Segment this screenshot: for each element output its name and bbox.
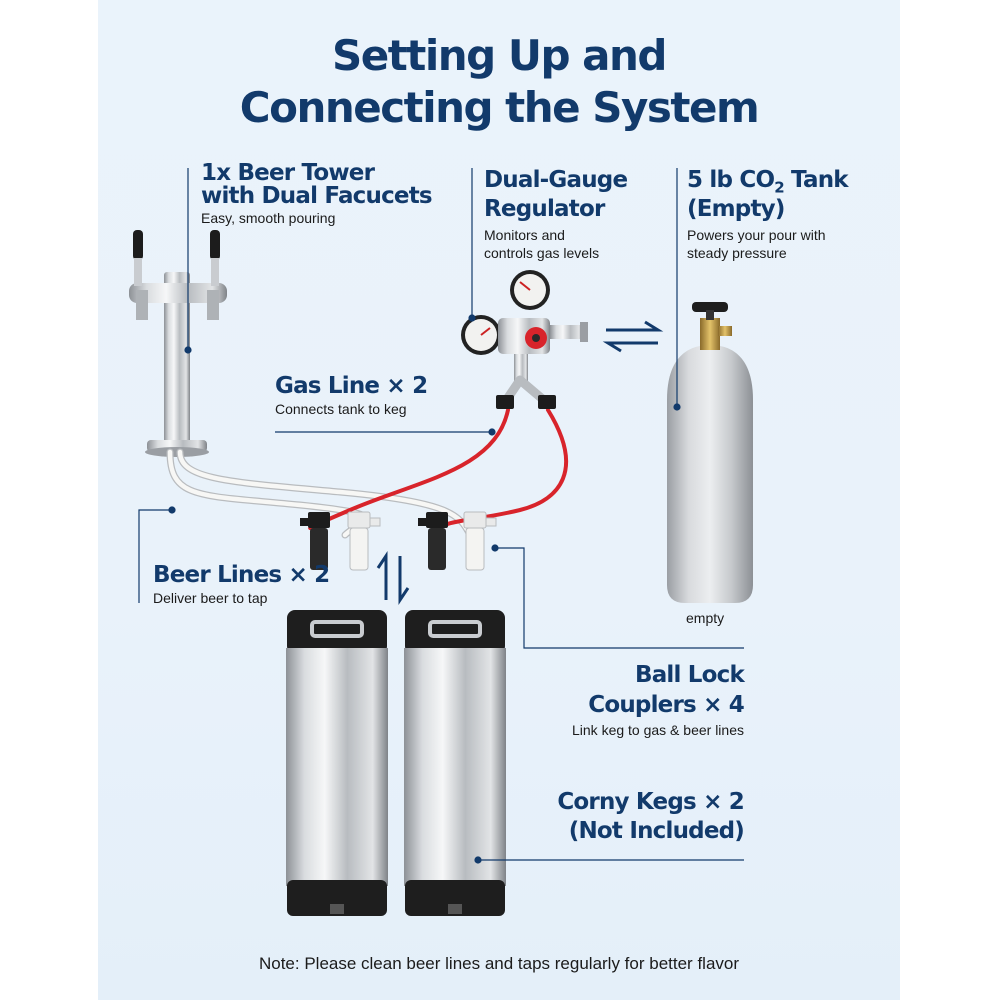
leader-lines bbox=[138, 168, 744, 864]
co2-tank-title-subscript: 2 bbox=[774, 178, 784, 197]
gas-line-title: Gas Line × 2 bbox=[275, 373, 428, 399]
co2-tank-title-line-2: (Empty) bbox=[687, 196, 785, 222]
keg-left-illustration bbox=[286, 610, 388, 916]
beer-lines-illustration bbox=[166, 448, 474, 539]
beer-tower-title-line-1: 1x Beer Tower bbox=[201, 160, 375, 186]
regulator-title-line-2: Regulator bbox=[484, 196, 605, 222]
co2-tank-title-post: Tank bbox=[783, 167, 849, 193]
co2-tank-title-line-1: 5 lb CO2 Tank bbox=[687, 167, 849, 202]
exchange-arrows-vertical bbox=[376, 551, 410, 605]
regulator-title-line-1: Dual-Gauge bbox=[484, 167, 628, 193]
co2-tank-status: empty bbox=[686, 610, 725, 626]
beer-tower-description: Easy, smooth pouring bbox=[201, 210, 336, 226]
page-title-line-1: Setting Up and bbox=[332, 31, 667, 80]
couplers-illustration bbox=[300, 511, 497, 571]
co2-tank-description-line-2: steady pressure bbox=[687, 245, 787, 261]
page-title-line-2: Connecting the System bbox=[239, 83, 760, 132]
co2-tank-illustration bbox=[667, 302, 753, 603]
beer-tower-illustration bbox=[129, 230, 227, 457]
regulator-description-line-2: controls gas levels bbox=[484, 245, 600, 261]
couplers-title-line-2: Couplers × 4 bbox=[588, 692, 745, 718]
couplers-description: Link keg to gas & beer lines bbox=[572, 722, 744, 738]
couplers-title-line-1: Ball Lock bbox=[634, 662, 745, 688]
kegs-title-line-2: (Not Included) bbox=[568, 818, 745, 844]
co2-tank-description-line-1: Powers your pour with bbox=[687, 227, 826, 243]
co2-tank-title-pre: 5 lb CO bbox=[687, 167, 775, 193]
beer-lines-description: Deliver beer to tap bbox=[153, 590, 268, 606]
regulator-description-line-1: Monitors and bbox=[484, 227, 565, 243]
exchange-arrows-horizontal bbox=[602, 320, 664, 353]
cleaning-note: Note: Please clean beer lines and taps r… bbox=[258, 954, 740, 973]
beer-lines-title: Beer Lines × 2 bbox=[153, 562, 330, 588]
gas-line-description: Connects tank to keg bbox=[275, 401, 407, 417]
regulator-illustration bbox=[461, 270, 588, 409]
beer-tower-title-line-2: with Dual Facucets bbox=[201, 183, 433, 209]
kegs-title-line-1: Corny Kegs × 2 bbox=[557, 789, 744, 815]
keg-right-illustration bbox=[404, 610, 506, 916]
